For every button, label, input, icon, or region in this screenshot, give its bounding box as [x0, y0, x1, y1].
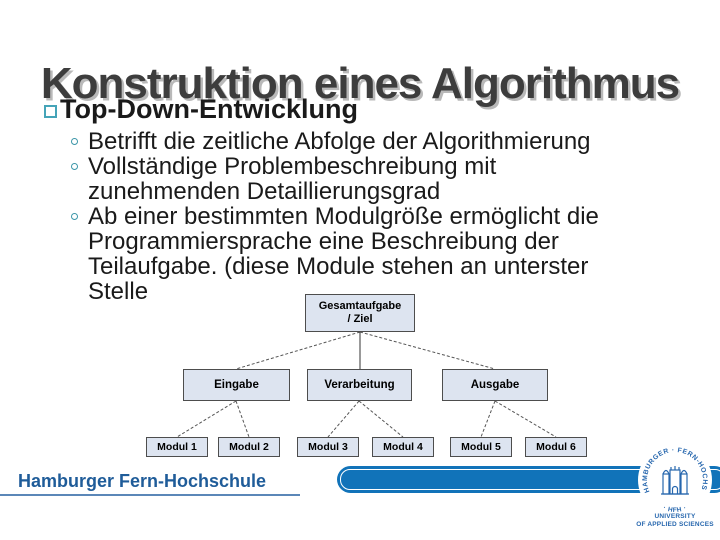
list-item: Betrifft die zeitliche Abfolge der Algor… — [71, 128, 644, 155]
diagram-box-modul5: Modul 5 — [450, 437, 512, 457]
footer-institution: Hamburger Fern-Hochschule — [18, 471, 267, 491]
circle-bullet-icon — [71, 138, 78, 145]
list-item: Ab einer bestimmten Modulgröße ermöglich… — [71, 203, 644, 305]
diagram-box-label: Gesamtaufgabe — [318, 300, 402, 312]
hierarchy-diagram: Gesamtaufgabe / Ziel Eingabe Verarbeitun… — [140, 292, 600, 462]
diagram-box-modul6: Modul 6 — [525, 437, 587, 457]
diagram-box-eingabe: Eingabe — [183, 369, 290, 401]
bullet-text: Betrifft die zeitliche Abfolge der Algor… — [88, 128, 591, 155]
bullet-text: Ab einer bestimmten Modulgröße ermöglich… — [88, 203, 599, 305]
slide-title: Konstruktion eines Algorithmus — [40, 59, 680, 109]
diagram-box-modul3: Modul 3 — [297, 437, 359, 457]
svg-text:· HFH ·: · HFH · — [662, 504, 688, 514]
diagram-box-label: / Ziel — [347, 313, 373, 325]
hfh-logo: HAMBURGER · FERN-HOCHSCHULE · · HFH · — [634, 437, 713, 518]
diagram-connectors — [176, 331, 557, 438]
square-bullet-icon — [44, 105, 57, 118]
list-item: Vollständige Problembeschreibung mit zun… — [71, 153, 644, 205]
logo-subtitle-line: OF APPLIED SCIENCES — [636, 521, 714, 528]
castle-tower-icon — [661, 466, 689, 495]
diagram-box-modul1: Modul 1 — [146, 437, 208, 457]
hfh-seal-icon: HAMBURGER · FERN-HOCHSCHULE · · HFH · — [634, 437, 712, 517]
bullet-text: Vollständige Problembeschreibung mit zun… — [88, 153, 497, 205]
logo-subtitle-line: UNIVERSITY — [654, 513, 696, 520]
diagram-box-modul2: Modul 2 — [218, 437, 280, 457]
bullet-heading: Top-Down-Entwicklung — [60, 94, 358, 124]
footer-underline — [0, 494, 300, 496]
circle-bullet-icon — [71, 213, 78, 220]
logo-subtitle: UNIVERSITY OF APPLIED SCIENCES — [627, 513, 720, 529]
diagram-box-verarbeitung: Verarbeitung — [307, 369, 412, 401]
diagram-box-root: Gesamtaufgabe / Ziel — [305, 294, 415, 332]
bullet-list: Betrifft die zeitliche Abfolge der Algor… — [71, 128, 644, 305]
circle-bullet-icon — [71, 163, 78, 170]
diagram-box-modul4: Modul 4 — [372, 437, 434, 457]
diagram-box-ausgabe: Ausgabe — [442, 369, 548, 401]
